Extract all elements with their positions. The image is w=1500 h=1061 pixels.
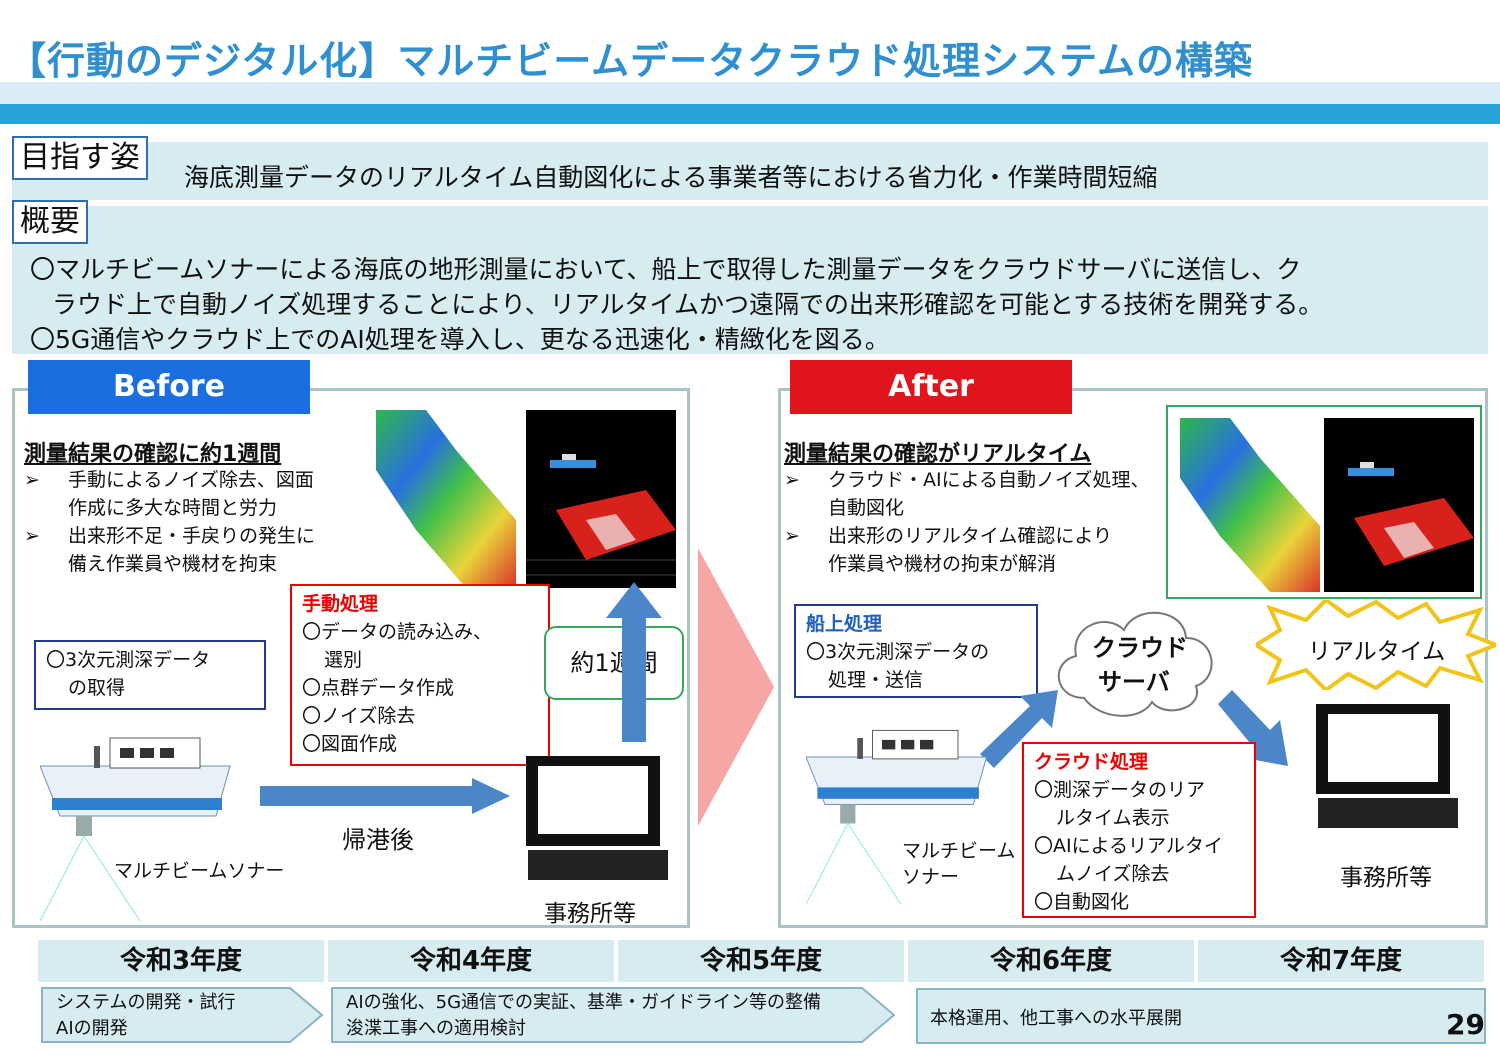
year-r5: 令和5年度	[618, 940, 904, 982]
bullet-text: 手動によるノイズ除去、図面	[68, 469, 314, 491]
phase-2-text: AIの強化、5G通信での実証、基準・ガイドライン等の整備 浚渫工事への適用検討	[346, 992, 822, 1039]
cloud-process-callout: クラウド処理 〇測深データのリア ルタイム表示 〇AIによるリアルタイ ムノイズ…	[1022, 742, 1256, 918]
bullet-text: 出来形のリアルタイム確認により	[828, 525, 1113, 547]
sonar-label: マルチビームソナー	[114, 860, 285, 882]
phase-1-text: システムの開発・試行 AIの開発	[56, 992, 236, 1039]
phase-1-arrow	[41, 987, 324, 1043]
upload-arrow-icon	[606, 582, 662, 742]
office-computer-icon	[526, 756, 668, 880]
before-ship-callout: 〇3次元測深データ の取得	[34, 640, 266, 710]
before-bullets: ➢ 手動によるノイズ除去、図面 作成に多大な時間と労力 ➢ 出来形不足・手戻りの発生…	[24, 466, 364, 578]
transition-arrow-icon	[698, 548, 774, 826]
after-bullets: ➢ クラウド・AIによる自動ノイズ処理、 自動図化 ➢ 出来形のリアルタイム確認によ…	[784, 466, 1164, 578]
realtime-burst-icon	[1256, 600, 1496, 690]
seabed-map-image	[1180, 418, 1320, 592]
year-r4: 令和4年度	[328, 940, 614, 982]
phase-3-text: 本格運用、他工事への水平展開	[930, 1008, 1182, 1029]
overview-line-1: 〇マルチビームソナーによる海底の地形測量において、船上で取得した測量データをクラ…	[30, 255, 1302, 284]
survey-ship-icon	[40, 737, 231, 922]
goal-label: 目指す姿	[12, 136, 148, 180]
cloud-server-icon	[1057, 611, 1213, 717]
before-tag: Before	[28, 360, 310, 414]
year-r3: 令和3年度	[38, 940, 324, 982]
overview-line-3: 〇5G通信やクラウド上でのAI処理を導入し、更なる迅速化・精緻化を図る。	[30, 325, 890, 354]
bullet-text: 出来形不足・手戻りの発生に	[68, 525, 316, 547]
bullet-text: 作業員や機材の拘束が解消	[828, 553, 1057, 575]
bullet-arrow-icon: ➢	[24, 469, 40, 491]
realtime-display-frame	[1166, 405, 1482, 599]
manual-process-callout: 手動処理 〇データの読み込み、 選別 〇点群データ作成 〇ノイズ除去 〇図面作成	[290, 584, 550, 766]
survey-ship-icon	[806, 729, 988, 905]
page-title: 【行動のデジタル化】マルチビームデータクラウド処理システムの構築	[8, 39, 1253, 83]
goal-band	[12, 142, 1488, 200]
bullet-arrow-icon: ➢	[24, 525, 40, 547]
seabed-map-image	[376, 410, 516, 588]
bullet-arrow-icon: ➢	[784, 469, 800, 491]
one-week-callout: 約1週間	[544, 626, 684, 700]
onboard-process-callout: 船上処理 〇3次元測深データの 処理・送信	[794, 604, 1038, 698]
cloud-label-2: サーバ	[1098, 668, 1170, 696]
year-r6: 令和6年度	[908, 940, 1194, 982]
goal-text: 海底測量データのリアルタイム自動図化による事業者等における省力化・作業時間短縮	[184, 163, 1158, 192]
after-sonar-label-1: マルチビーム	[902, 840, 1016, 862]
before-heading: 測量結果の確認に約1週間	[24, 442, 282, 467]
overview-line-2: ラウド上で自動ノイズ処理することにより、リアルタイムかつ遠隔での出来形確認を可能…	[52, 290, 1324, 319]
after-tag: After	[790, 360, 1072, 414]
realtime-label: リアルタイム	[1308, 639, 1446, 665]
office-computer-icon	[1316, 704, 1458, 828]
after-heading: 測量結果の確認がリアルタイム	[784, 442, 1092, 467]
overview-label: 概要	[12, 200, 88, 244]
phase-2-arrow	[331, 987, 896, 1043]
cloud-label-1: クラウド	[1092, 634, 1188, 662]
before-office-label: 事務所等	[544, 901, 636, 927]
bullet-arrow-icon: ➢	[784, 525, 800, 547]
3d-survey-image	[526, 410, 676, 588]
bullet-text: クラウド・AIによる自動ノイズ処理、	[828, 469, 1150, 491]
download-to-office-arrow-icon	[1218, 690, 1288, 766]
overview-band	[12, 206, 1488, 354]
after-sonar-label-2: ソナー	[902, 866, 960, 888]
year-r7: 令和7年度	[1198, 940, 1484, 982]
page-number: 29	[1446, 1008, 1485, 1041]
title-underline-light	[0, 82, 1500, 104]
title-underline	[0, 104, 1500, 124]
phase-3-box	[916, 988, 1486, 1044]
after-office-label: 事務所等	[1340, 865, 1432, 891]
upload-to-cloud-arrow-icon	[980, 690, 1058, 768]
3d-survey-image	[1324, 418, 1474, 592]
bullet-text: 自動図化	[828, 497, 905, 519]
bullet-text: 作成に多大な時間と労力	[68, 497, 278, 519]
bullet-text: 備え作業員や機材を拘束	[68, 553, 278, 575]
after-port-label: 帰港後	[342, 826, 414, 854]
return-to-port-arrow-icon	[260, 778, 510, 814]
